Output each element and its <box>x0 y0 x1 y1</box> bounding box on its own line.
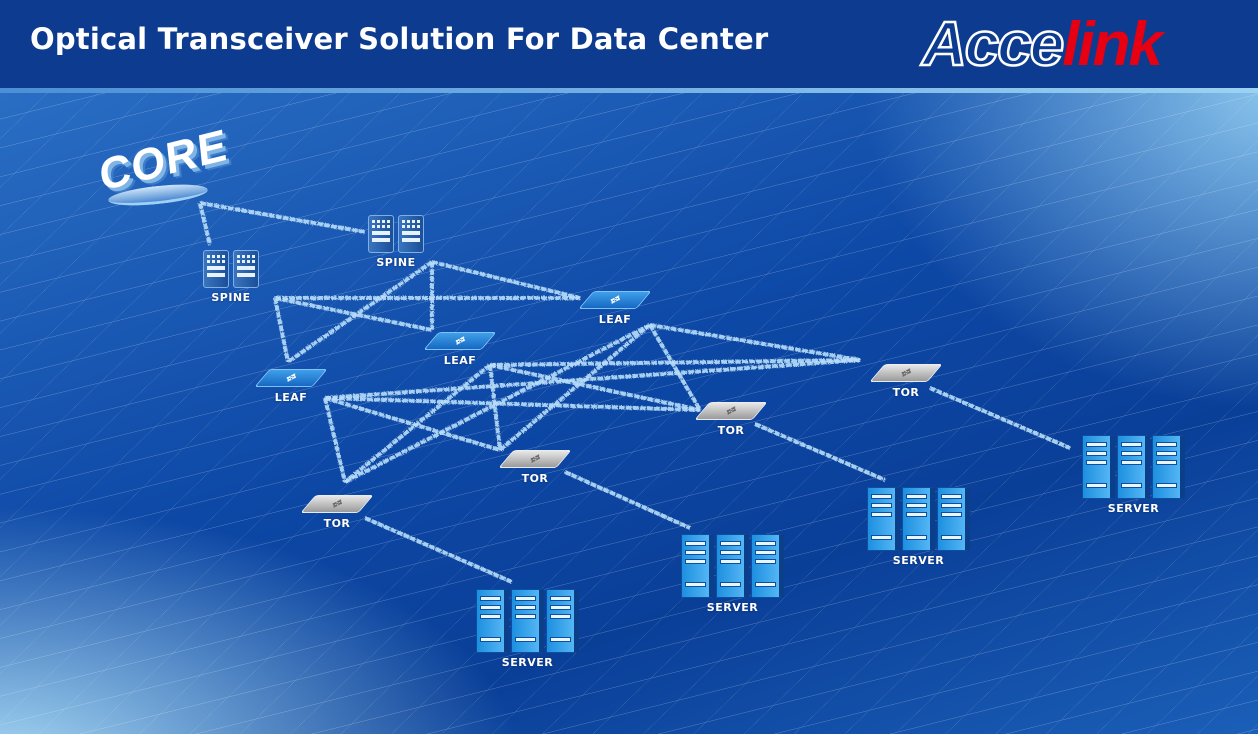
fiber-link <box>754 422 886 482</box>
server-node[interactable]: SERVER <box>681 534 784 614</box>
leaf-node[interactable]: ✥ LEAF <box>578 290 652 326</box>
tor-switch-icon: ✥ <box>694 402 768 420</box>
header-bar: Optical Transceiver Solution For Data Ce… <box>0 0 1258 90</box>
leaf-node[interactable]: ✥ LEAF <box>254 368 328 404</box>
fiber-link <box>489 363 701 412</box>
server-label: SERVER <box>1107 502 1160 515</box>
server-rack-icon <box>681 534 784 598</box>
spine-node[interactable]: SPINE <box>368 215 424 269</box>
tor-node[interactable]: ✥ TOR <box>498 449 572 485</box>
fiber-link <box>344 323 651 484</box>
tor-switch-icon: ✥ <box>869 364 943 382</box>
fiber-link <box>649 323 861 362</box>
server-rack-icon <box>1082 435 1185 499</box>
leaf-switch-icon: ✥ <box>254 369 328 387</box>
leaf-switch-icon: ✥ <box>578 291 652 309</box>
server-label: SERVER <box>501 656 554 669</box>
fiber-link <box>929 386 1071 450</box>
tor-label: TOR <box>892 386 920 399</box>
leaf-label: LEAF <box>443 354 477 367</box>
tor-label: TOR <box>717 424 745 437</box>
server-node[interactable]: SERVER <box>1082 435 1185 515</box>
fiber-link <box>274 296 433 332</box>
fiber-link <box>199 201 366 234</box>
leaf-label: LEAF <box>274 391 308 404</box>
tor-node[interactable]: ✥ TOR <box>869 363 943 399</box>
accelink-logo: Accelink <box>921 10 1163 79</box>
server-label: SERVER <box>892 554 945 567</box>
header-divider <box>0 88 1258 93</box>
spine-label: SPINE <box>376 256 416 269</box>
spine-icon <box>368 215 424 253</box>
server-node[interactable]: SERVER <box>476 589 579 669</box>
leaf-label: LEAF <box>598 313 632 326</box>
fiber-link <box>273 297 290 363</box>
fiber-link <box>343 363 492 484</box>
grid <box>0 90 1258 734</box>
tor-label: TOR <box>521 472 549 485</box>
fiber-link <box>364 516 513 584</box>
tor-node[interactable]: ✥ TOR <box>694 401 768 437</box>
page-title: Optical Transceiver Solution For Data Ce… <box>30 22 769 56</box>
tor-switch-icon: ✥ <box>498 450 572 468</box>
spine-icon <box>203 250 259 288</box>
leaf-switch-icon: ✥ <box>423 332 497 350</box>
tor-switch-icon: ✥ <box>300 495 374 513</box>
fiber-link <box>324 396 701 412</box>
leaf-node[interactable]: ✥ LEAF <box>423 331 497 367</box>
link-layer <box>198 201 1071 584</box>
fiber-link <box>431 260 581 300</box>
fiber-link <box>498 323 652 452</box>
tor-label: TOR <box>323 517 351 530</box>
fiber-link <box>564 470 691 530</box>
server-node[interactable]: SERVER <box>867 487 970 567</box>
fiber-link <box>324 358 861 400</box>
server-rack-icon <box>476 589 579 653</box>
fiber-link <box>198 202 212 246</box>
fiber-link <box>323 397 347 483</box>
fiber-link <box>489 358 861 367</box>
tor-node[interactable]: ✥ TOR <box>300 494 374 530</box>
fiber-link <box>324 396 501 452</box>
spine-label: SPINE <box>211 291 251 304</box>
fiber-link <box>286 260 434 364</box>
server-label: SERVER <box>706 601 759 614</box>
fiber-link <box>488 364 502 451</box>
server-rack-icon <box>867 487 970 551</box>
spine-node[interactable]: SPINE <box>203 250 259 304</box>
fiber-link <box>648 323 702 412</box>
